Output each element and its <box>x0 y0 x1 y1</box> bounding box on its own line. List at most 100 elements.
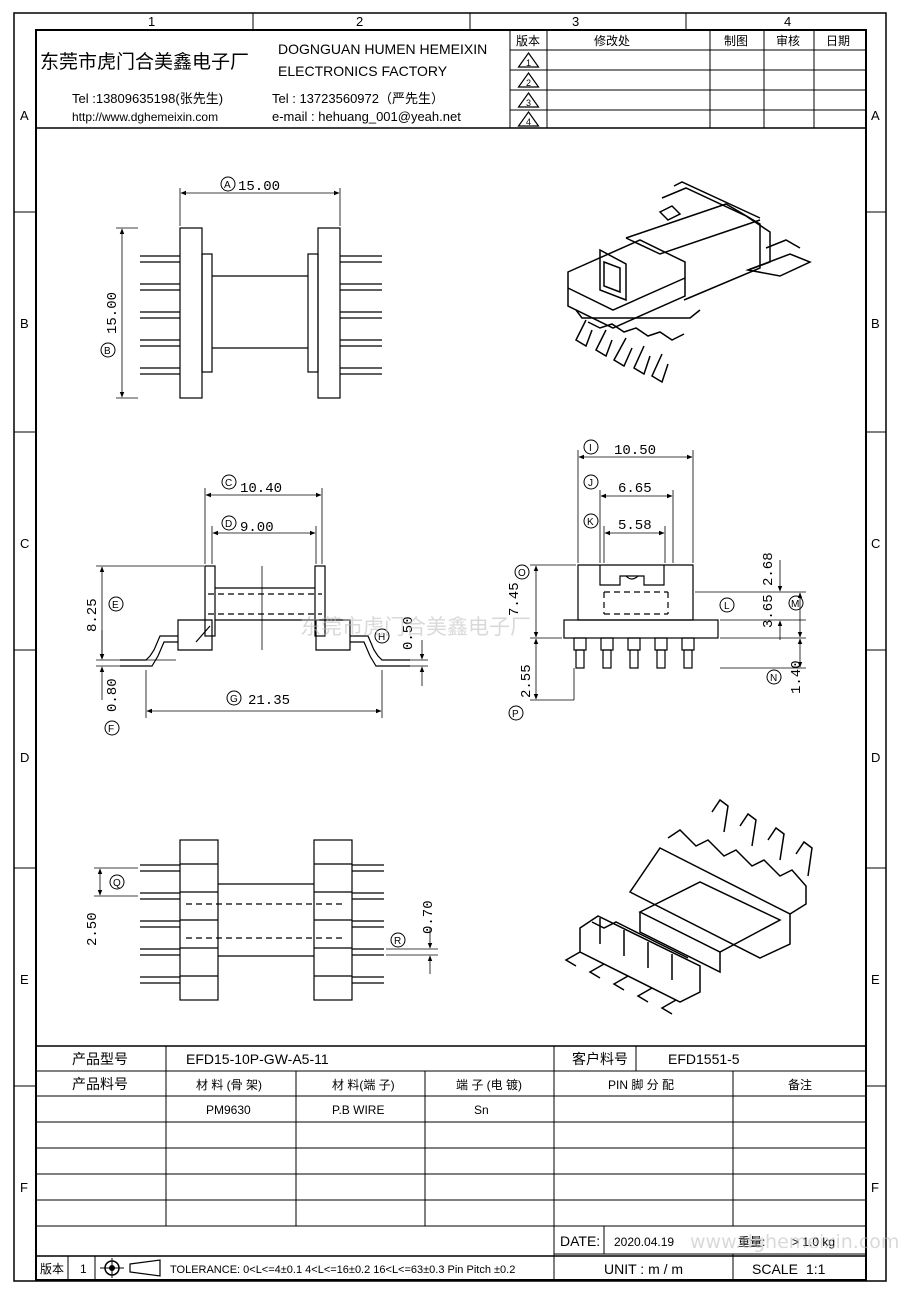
column-label-4: 4 <box>784 14 791 29</box>
dimension-g-value: 21.35 <box>248 693 290 709</box>
date-label: DATE: <box>560 1233 600 1249</box>
row-label-b-right: B <box>871 316 880 331</box>
revision-col-version: 版本 <box>516 34 540 48</box>
front-view-drawing <box>96 488 428 718</box>
pin-assign-label: PIN 脚 分 配 <box>608 1077 674 1092</box>
dimension-n: N 1.40 <box>766 660 805 694</box>
dimension-d-tag: D <box>225 519 232 530</box>
dimension-b-value: 15.00 <box>105 292 121 334</box>
dimension-h-value: 0.50 <box>401 616 417 650</box>
contact-tel-1: Tel :13809635198(张先生) <box>72 91 223 106</box>
dimension-a: A 15.00 <box>220 176 280 195</box>
isometric-view-2 <box>564 798 813 1015</box>
revision-col-change: 修改处 <box>594 33 630 48</box>
dimension-j-value: 6.65 <box>618 481 652 497</box>
row-label-d-right: D <box>871 750 880 765</box>
scale-value: 1:1 <box>806 1261 826 1277</box>
revision-mark-1: 1 <box>526 58 531 68</box>
scale-label: SCALE <box>752 1261 798 1277</box>
dimension-c-tag: C <box>225 478 232 489</box>
pin-plating-label: 端 子 (电 镀) <box>456 1078 522 1092</box>
dimension-d: D 9.00 <box>221 515 274 536</box>
company-name-en-2: ELECTRONICS FACTORY <box>278 63 448 79</box>
dimension-m-value: 3.65 <box>761 594 777 628</box>
dimension-h: H 0.50 <box>374 616 417 650</box>
dimension-d-value: 9.00 <box>240 520 274 536</box>
material-pin-label: 材 料(端 子) <box>332 1078 395 1092</box>
weight-label: 重量: <box>738 1235 765 1249</box>
row-label-f-right: F <box>871 1180 879 1195</box>
dimension-q-value: 2.50 <box>85 912 101 946</box>
row-label-a-left: A <box>20 108 29 123</box>
dimension-k-tag: K <box>587 517 594 528</box>
watermark-corner: www.dghemeixin.com <box>690 1231 899 1253</box>
revision-mark-3: 3 <box>526 98 531 108</box>
dimension-j: J 6.65 <box>583 474 652 497</box>
revision-col-drawn: 制图 <box>724 34 748 48</box>
dimension-r-tag: R <box>394 936 401 947</box>
revision-triangle-icons <box>517 51 540 127</box>
revision-mark-4: 4 <box>526 117 531 127</box>
row-label-c-left: C <box>20 536 29 551</box>
dimension-b: B 15.00 <box>100 292 121 358</box>
website-link: http://www.dghemeixin.com <box>72 110 218 124</box>
dimension-e-value: 8.25 <box>85 598 101 632</box>
title-block-grid <box>36 1045 866 1280</box>
dimension-g-tag: G <box>230 694 238 705</box>
dimension-n-tag: N <box>770 673 777 684</box>
customer-pn-label: 客户料号 <box>572 1051 628 1067</box>
row-label-e-left: E <box>20 972 29 987</box>
bottom-view-drawing <box>94 839 438 1001</box>
weight-value: > 1.0 kg <box>792 1235 835 1249</box>
dimension-p: P 2.55 <box>508 664 535 721</box>
dimension-e: E 8.25 <box>85 596 124 632</box>
dimension-o-tag: O <box>518 568 526 579</box>
frame-row-labels: A B C D E F A B C D E F <box>20 108 880 1195</box>
tolerance-note: TOLERANCE: 0<L<=4±0.1 4<L<=16±0.2 16<L<=… <box>170 1264 515 1276</box>
row-label-e-right: E <box>871 972 880 987</box>
column-label-2: 2 <box>356 14 363 29</box>
dimension-c: C 10.40 <box>221 474 282 497</box>
row-label-b-left: B <box>20 316 29 331</box>
dimension-l: L 2.68 <box>719 552 777 613</box>
model-label: 产品型号 <box>72 1051 128 1067</box>
material-bobbin-value: PM9630 <box>206 1103 251 1117</box>
watermark-center: 东莞市虎门合美鑫电子厂 <box>300 615 531 639</box>
dimension-r: R 0.70 <box>390 900 437 948</box>
material-bobbin-label: 材 料 (骨 架) <box>196 1078 262 1092</box>
column-label-3: 3 <box>572 14 579 29</box>
dimension-m: M 3.65 <box>761 594 804 628</box>
dimension-b-tag: B <box>104 346 111 357</box>
dimension-o-value: 7.45 <box>507 582 523 616</box>
row-label-c-right: C <box>871 536 880 551</box>
dimension-k-value: 5.58 <box>618 518 652 534</box>
company-name-cn: 东莞市虎门合美鑫电子厂 <box>40 51 249 73</box>
dimension-o: O 7.45 <box>507 564 530 616</box>
sheet-frame <box>13 12 887 1282</box>
company-name-en-1: DOGNGUAN HUMEN HEMEIXIN <box>278 41 487 57</box>
dimension-f-tag: F <box>108 724 114 735</box>
revision-table: 版本 修改处 制图 审核 日期 1 2 3 4 <box>509 30 866 128</box>
version-value: 1 <box>80 1262 87 1276</box>
isometric-view-1 <box>567 181 812 384</box>
dimension-i-tag: I <box>589 443 592 454</box>
dimension-i: I 10.50 <box>583 439 656 459</box>
dimension-f-value: 0.80 <box>105 678 121 712</box>
dimension-l-tag: L <box>724 601 730 612</box>
version-label: 版本 <box>40 1262 64 1276</box>
pin-plating-value: Sn <box>474 1103 489 1117</box>
contact-email: e-mail : hehuang_001@yeah.net <box>272 109 461 124</box>
dimension-k: K 5.58 <box>583 513 652 534</box>
dimension-p-tag: P <box>512 709 519 720</box>
unit-label: UNIT : m / m <box>604 1261 683 1277</box>
dimension-q: Q 2.50 <box>85 874 125 946</box>
material-pin-value: P.B WIRE <box>332 1103 384 1117</box>
side-view-drawing <box>530 450 806 701</box>
customer-pn-value: EFD1551-5 <box>668 1051 740 1067</box>
dimension-a-value: 15.00 <box>238 179 280 195</box>
dimension-q-tag: Q <box>113 878 121 889</box>
row-label-a-right: A <box>871 108 880 123</box>
column-label-1: 1 <box>148 14 155 29</box>
row-label-d-left: D <box>20 750 29 765</box>
dimension-g: G 21.35 <box>226 690 290 709</box>
